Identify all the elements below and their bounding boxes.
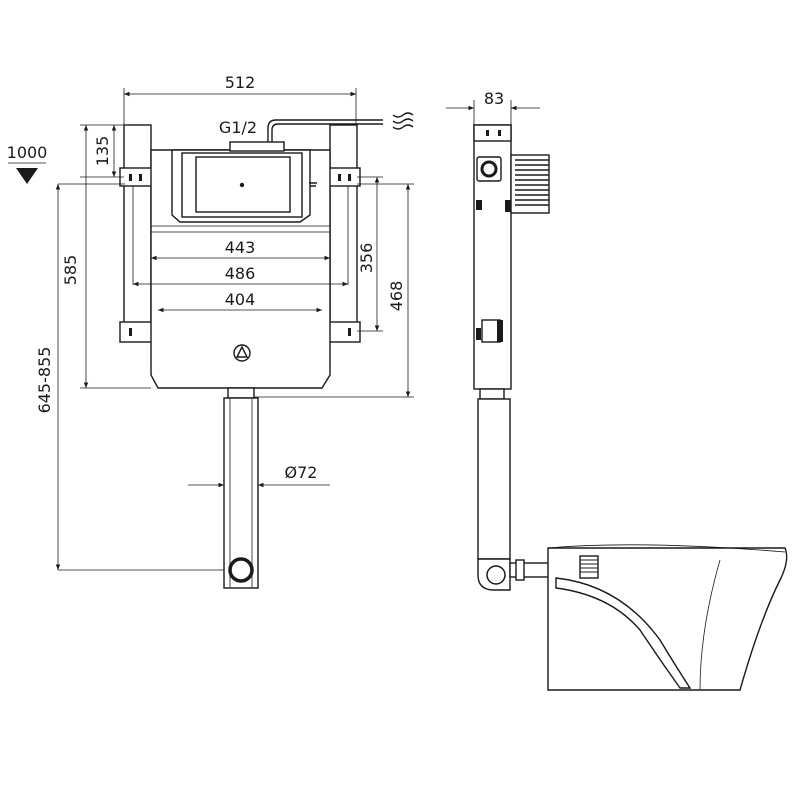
dim-height-585-label: 585 [61,255,80,286]
frame [119,124,361,343]
toilet-bowl [547,544,788,691]
dim-bracket-spacing: 356 [357,176,383,332]
dim-pipe-diameter: Ø72 [188,463,330,488]
dim-pipe-diameter-label: Ø72 [285,463,318,482]
floor-level-triangle-icon [16,168,38,184]
dim-height-range-label: 645-855 [35,347,54,414]
dim-height-468-label: 468 [387,281,406,312]
dim-overall-width-label: 512 [225,73,256,92]
side-view: 83 [446,89,788,691]
dim-top-to-bracket-label: 135 [93,136,112,167]
dim-height-585: 585 [61,125,151,389]
cistern-body: G1/2 [150,112,414,399]
dim-width-443-label: 443 [225,238,256,257]
dim-bracket-spacing-label: 356 [357,243,376,274]
floor-marker: 1000 [7,143,48,184]
dim-width-404-label: 404 [225,290,256,309]
dim-height-range: 645-855 [35,183,228,571]
dim-top-to-bracket: 135 [80,124,124,178]
dim-width-486: 486 [132,186,349,287]
dim-width-404: 404 [158,290,322,313]
front-view: 512 [7,73,414,589]
dim-overall-width: 512 [123,73,357,125]
flush-pipe [223,397,259,589]
dim-width-486-label: 486 [225,264,256,283]
dim-inlet-label: G1/2 [219,118,257,137]
dim-width-443: 443 [151,238,330,261]
dim-depth: 83 [446,89,540,125]
dim-height-468: 468 [254,183,414,398]
floor-marker-label: 1000 [7,143,48,162]
dim-depth-label: 83 [484,89,504,108]
